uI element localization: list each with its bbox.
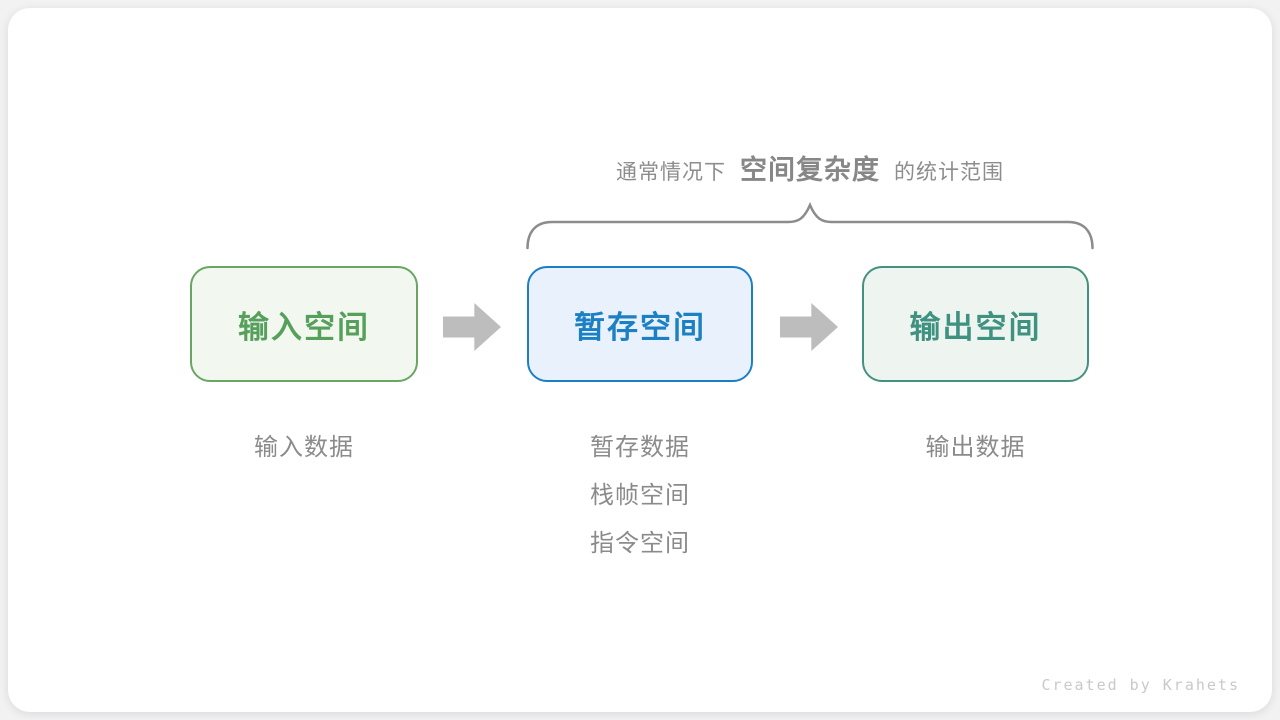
annotation-input: 输入数据 (190, 424, 418, 472)
annotation-line: 暂存数据 (590, 434, 690, 461)
diagram-card: 通常情况下 空间复杂度 的统计范围 输入空间 暂存空间 输出空间 输入数据 暂存… (8, 8, 1272, 712)
node-temp-space-label: 暂存空间 (574, 309, 706, 345)
scope-title: 通常情况下 空间复杂度 的统计范围 (526, 148, 1094, 192)
watermark: Created by Krahets (1041, 676, 1240, 694)
annotation-line: 栈帧空间 (590, 482, 690, 509)
node-temp-space: 暂存空间 (527, 266, 753, 382)
node-input-space: 输入空间 (190, 266, 418, 382)
scope-title-suffix: 的统计范围 (894, 161, 1004, 184)
arrow-right-icon (780, 303, 838, 351)
node-output-space-label: 输出空间 (909, 309, 1042, 345)
annotation-temp: 暂存数据 栈帧空间 指令空间 (527, 424, 753, 568)
arrow-right-icon (443, 303, 501, 351)
scope-brace (526, 201, 1094, 250)
annotation-line: 输出数据 (925, 434, 1026, 461)
node-input-space-label: 输入空间 (238, 309, 370, 345)
node-output-space: 输出空间 (862, 266, 1089, 382)
scope-title-emphasis: 空间复杂度 (740, 155, 880, 185)
annotation-line: 指令空间 (590, 530, 690, 557)
curly-brace-icon (526, 201, 1094, 250)
annotation-line: 输入数据 (254, 434, 354, 461)
scope-title-prefix: 通常情况下 (616, 161, 726, 184)
annotation-output: 输出数据 (862, 424, 1089, 472)
